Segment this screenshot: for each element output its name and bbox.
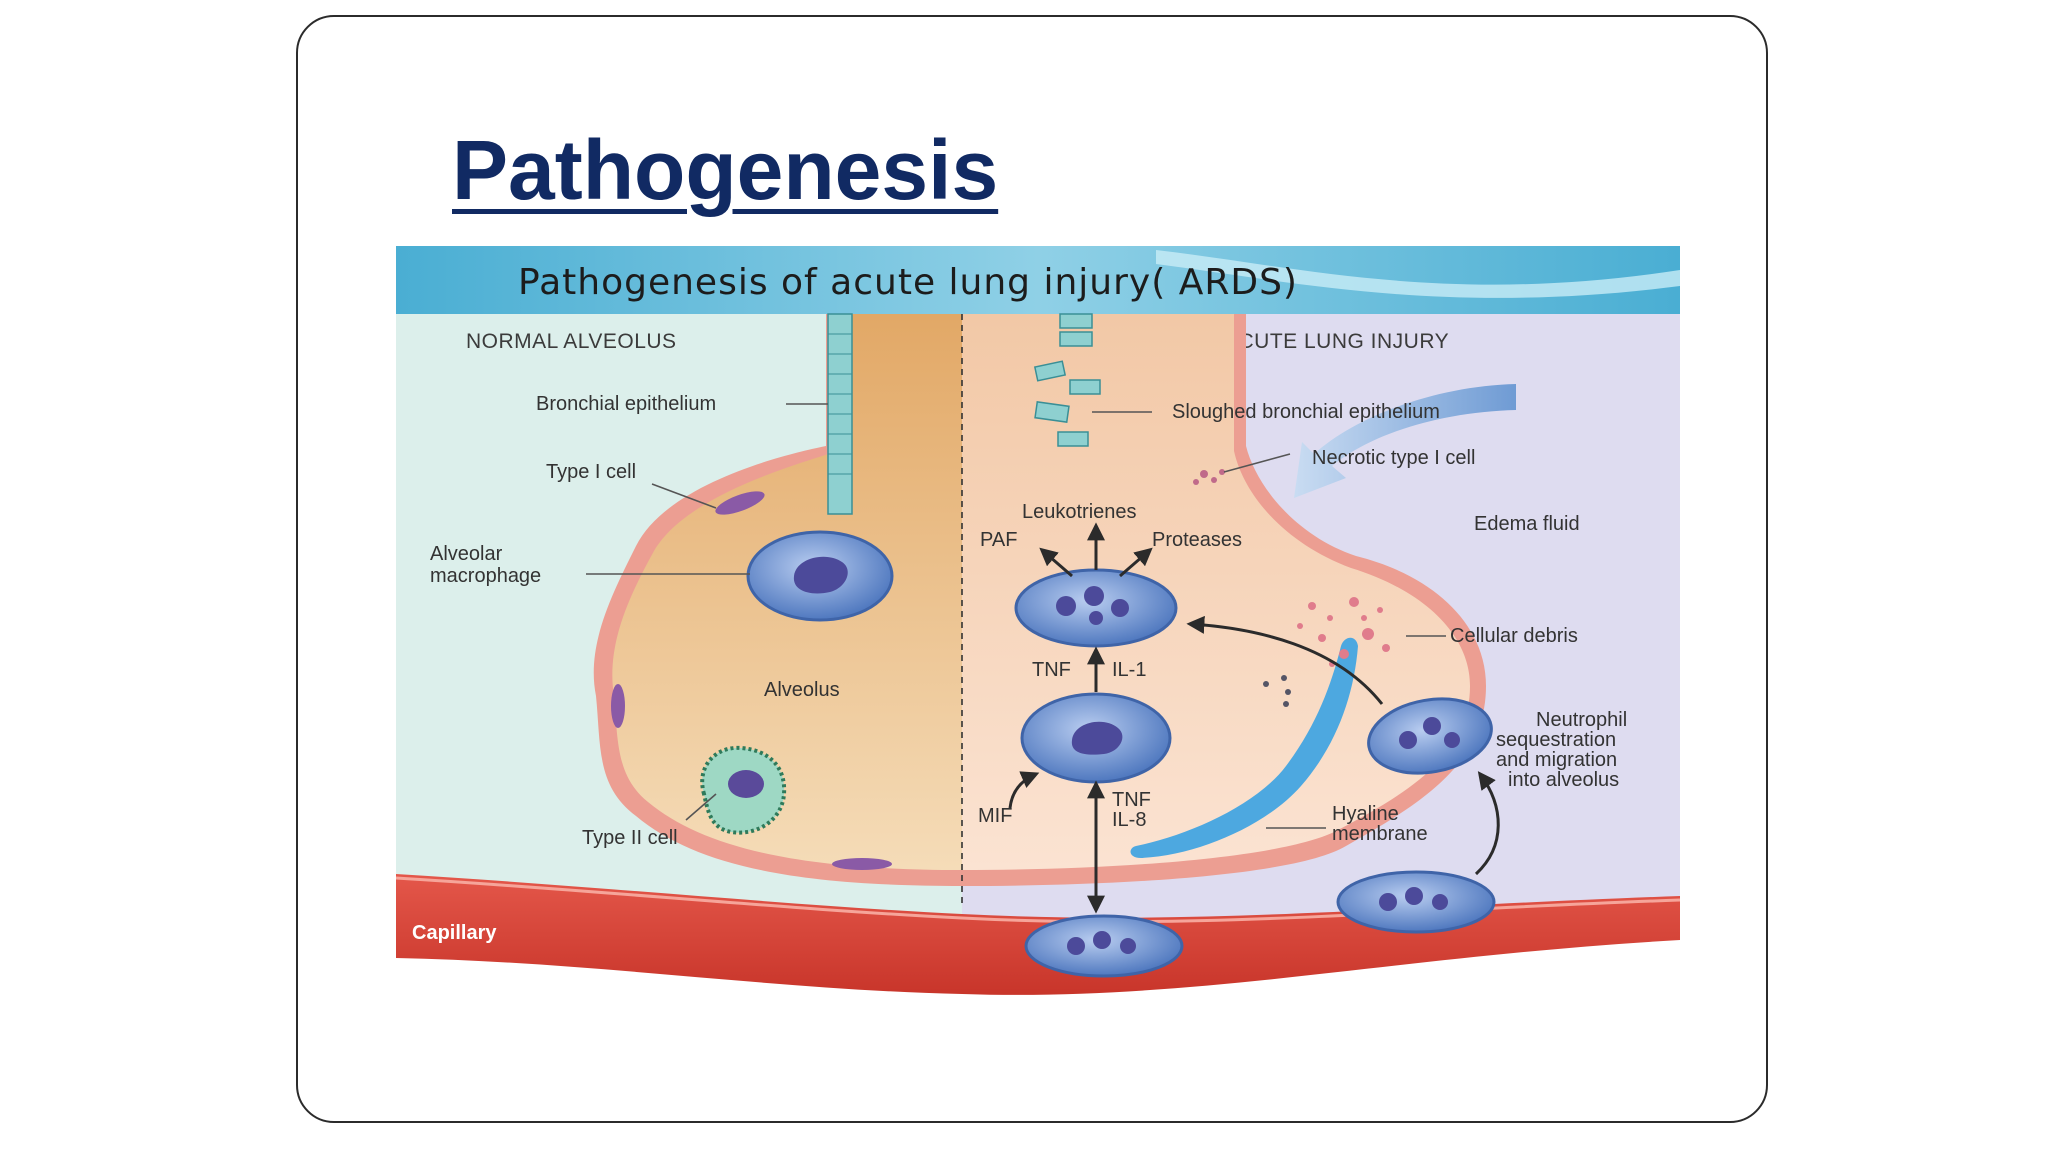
type-i-cell	[832, 858, 892, 870]
label-paf: PAF	[980, 529, 1017, 551]
neutrophil-activated	[1014, 568, 1178, 648]
acute-lung-injury-header: ACUTE LUNG INJURY	[1224, 330, 1449, 353]
label-hyaline-line2: membrane	[1332, 823, 1428, 845]
label-cellular-debris: Cellular debris	[1450, 625, 1578, 647]
ards-pathogenesis-diagram: Pathogenesis of acute lung injury( ARDS)…	[396, 246, 1680, 1001]
neutrophil-migrating	[1367, 697, 1493, 775]
alveolar-macrophage	[746, 530, 894, 622]
label-neutrophil-line1: Neutrophil	[1536, 709, 1627, 731]
label-neutrophil-line2: sequestration	[1496, 729, 1616, 751]
neutrophil-capillary-2	[1336, 870, 1496, 934]
neutrophil-capillary-1	[1024, 914, 1184, 978]
label-type-i-cell: Type I cell	[546, 461, 636, 483]
label-alveolar-macrophage-line1: Alveolar	[430, 543, 503, 565]
title-banner	[396, 246, 1680, 314]
label-proteases: Proteases	[1152, 529, 1242, 551]
label-sloughed-bronchial-epithelium: Sloughed bronchial epithelium	[1172, 401, 1440, 423]
label-il1: IL-1	[1112, 659, 1146, 681]
label-hyaline-line1: Hyaline	[1332, 803, 1399, 825]
arrow-proteases	[1119, 547, 1153, 578]
normal-alveolus-header: NORMAL ALVEOLUS	[466, 330, 677, 353]
type-ii-cell	[700, 745, 787, 835]
sloughed-epithelium	[1033, 313, 1101, 447]
slide-title: Pathogenesis	[452, 123, 999, 217]
label-alveolus: Alveolus	[764, 679, 840, 701]
cellular-debris	[1297, 597, 1390, 667]
type-i-cell	[715, 491, 765, 515]
bronchial-epithelium	[827, 313, 853, 515]
label-neutrophil-line3: and migration	[1496, 749, 1617, 771]
label-type-ii-cell: Type II cell	[582, 827, 678, 849]
arrow-migration	[1474, 771, 1500, 876]
label-edema-fluid: Edema fluid	[1474, 513, 1580, 535]
edema-fluid-arrow	[1294, 384, 1516, 498]
alveolar-macrophage-injured	[1020, 692, 1172, 784]
arrow-paf	[1039, 547, 1073, 578]
label-il8: IL-8	[1112, 809, 1146, 831]
label-neutrophil-line4: into alveolus	[1508, 769, 1619, 791]
label-leukotrienes: Leukotrienes	[1022, 501, 1137, 523]
capillary-label: Capillary	[412, 922, 497, 944]
hyaline-membrane	[1130, 637, 1358, 858]
label-mif: MIF	[978, 805, 1012, 827]
debris-dots	[1263, 675, 1291, 707]
label-tnf-top: TNF	[1032, 659, 1071, 681]
arrow-chemotaxis	[1186, 615, 1384, 705]
label-necrotic-type-i-cell: Necrotic type I cell	[1312, 447, 1475, 469]
label-bronchial-epithelium: Bronchial epithelium	[536, 393, 716, 415]
arrow-mif	[1008, 771, 1040, 809]
necrotic-type-i-cell	[1193, 469, 1225, 485]
label-alveolar-macrophage-line2: macrophage	[430, 565, 541, 587]
type-i-cell	[611, 684, 625, 728]
banner-title: Pathogenesis of acute lung injury( ARDS)	[518, 262, 1298, 303]
label-tnf-bottom: TNF	[1112, 789, 1151, 811]
